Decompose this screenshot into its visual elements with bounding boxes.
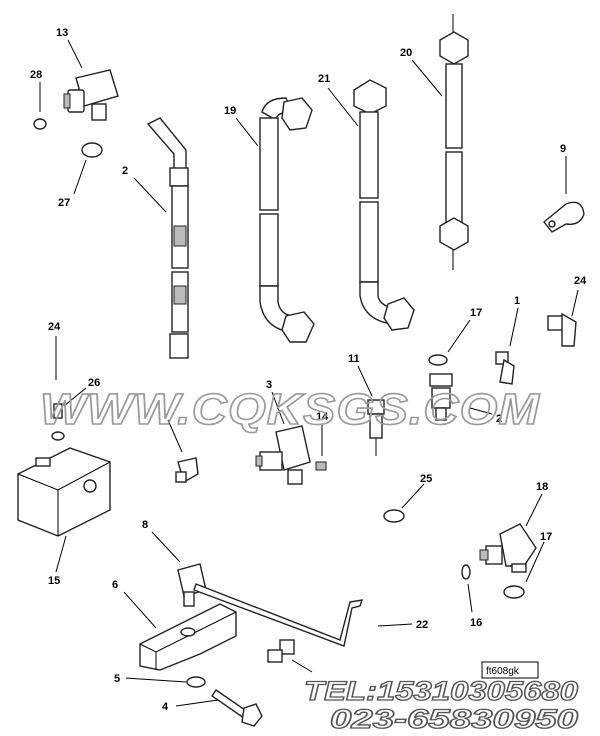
leader-15: [55, 535, 67, 573]
callout-16: 16: [470, 617, 482, 629]
leader-8: [151, 531, 181, 563]
callout-14: 14: [316, 411, 329, 423]
callout-26: 26: [88, 377, 100, 389]
leader-23: [291, 659, 313, 673]
callout-11: 11: [348, 353, 360, 365]
contact-phone: 023-65830950: [330, 704, 578, 734]
callout-4: 4: [162, 701, 169, 713]
part-11-fitting: [367, 399, 385, 456]
leader-5: [125, 677, 187, 683]
leader-2: [133, 177, 167, 213]
leader-12: [469, 407, 493, 415]
part-22-tube: [193, 583, 364, 663]
part-13-elbow: [63, 69, 119, 121]
callout-27: 27: [58, 197, 70, 209]
drawing-code: ft608gk: [486, 666, 520, 677]
leader-10: [571, 289, 579, 317]
part-4-bolt: [211, 689, 263, 727]
callout-2: 2: [122, 165, 128, 177]
leader-19: [235, 117, 259, 147]
callout-24: 24: [48, 321, 61, 333]
leader-22: [377, 623, 413, 627]
leader-7: [167, 419, 183, 453]
leader-1: [509, 307, 519, 347]
part-25-ring: [383, 509, 405, 523]
callout-13: 13: [56, 27, 68, 39]
part-14-plug: [315, 461, 327, 471]
part-1-fitting: [495, 351, 515, 385]
callout-20: 20: [400, 47, 412, 59]
part-16-oring: [461, 564, 471, 580]
callout-17-upper: 17: [470, 307, 482, 319]
leader-21: [327, 87, 359, 127]
watermark-text: WWW.CQKSGS.COM: [40, 385, 540, 434]
callout-12: 2: [496, 413, 502, 425]
callout-19: 19: [224, 105, 236, 117]
part-8-elbow: [177, 563, 207, 607]
part-24-bolt: [53, 403, 63, 419]
part-28-oring: [33, 118, 47, 130]
leader-17-upper: [447, 319, 471, 353]
leader-20: [411, 59, 443, 97]
part-20-hose: [439, 14, 469, 270]
part-17-seal-lower: [503, 585, 525, 599]
leader-11: [357, 365, 373, 397]
leader-3: [271, 391, 285, 425]
leader-17-lower: [525, 541, 545, 583]
part-5-washer: [186, 676, 206, 688]
callout-3: 3: [266, 379, 272, 391]
callout-28: 28: [30, 69, 42, 81]
part-18-elbow: [479, 523, 537, 573]
part-21-hose: [353, 79, 415, 331]
part-19-hose: [259, 97, 315, 343]
callout-15: 15: [48, 575, 60, 587]
part-7-elbow: [175, 457, 199, 484]
callout-5: 5: [114, 673, 120, 685]
leader-16: [467, 583, 473, 613]
callout-21: 21: [318, 73, 330, 85]
leader-13: [67, 39, 83, 69]
contact-tel: TEL:15310305680: [304, 676, 578, 706]
part-12-adapter: [429, 373, 453, 421]
part-26-washer: [51, 431, 65, 441]
callout-9: 9: [560, 143, 566, 155]
callout-6: 6: [112, 579, 118, 591]
part-17-seal-upper: [428, 354, 448, 366]
callout-22: 22: [416, 619, 428, 631]
part-27-oring: [81, 142, 103, 158]
part-10-elbow: [547, 312, 577, 347]
part-9-clamp: [543, 201, 585, 233]
leader-6: [123, 591, 157, 629]
callout-25: 25: [420, 473, 432, 485]
leader-25: [401, 483, 425, 509]
part-3-elbow: [255, 425, 311, 485]
callout-1: 1: [514, 295, 520, 307]
callout-10: 24: [574, 275, 587, 287]
leader-18: [525, 493, 543, 527]
part-6-bracket: [139, 603, 237, 671]
leader-26: [63, 387, 87, 407]
drawing-code-box: [481, 661, 539, 679]
part-2-hose: [146, 117, 189, 359]
leader-4: [175, 699, 219, 707]
callout-17-lower: 17: [540, 531, 552, 543]
part-15-block: [17, 447, 111, 537]
leader-27: [73, 159, 87, 195]
callout-8: 8: [142, 519, 148, 531]
callout-18: 18: [536, 481, 548, 493]
